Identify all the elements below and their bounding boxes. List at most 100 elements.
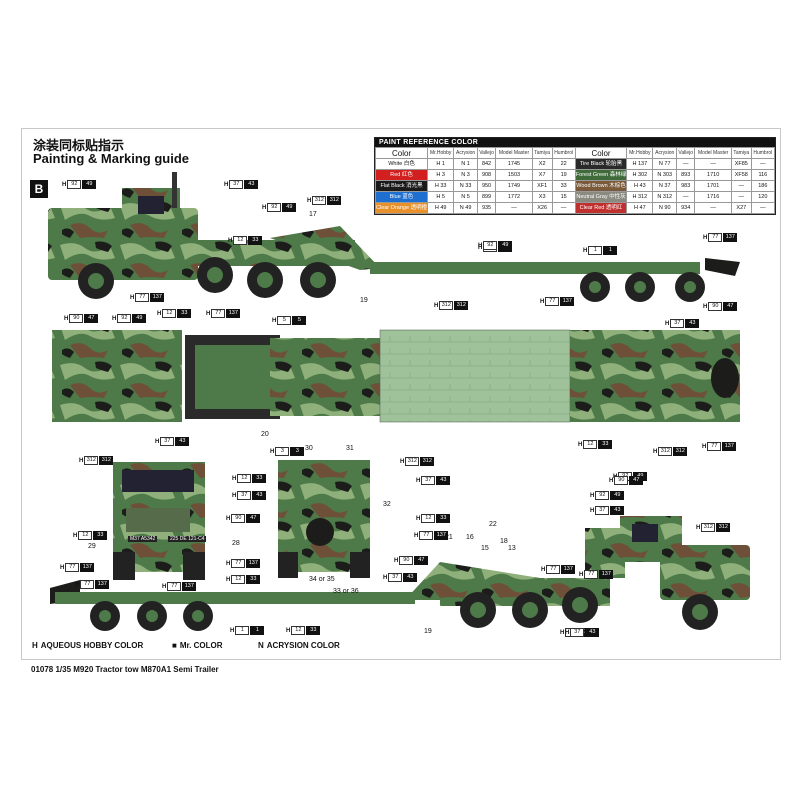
callout-value-alt: 47 [629, 476, 644, 485]
callout-value-alt: 137 [723, 233, 738, 242]
callout-value: 37 [229, 180, 244, 189]
callout-value: 5 [277, 316, 292, 325]
title-chinese: 涂装同标贴指示 [33, 139, 125, 154]
mrhobby-code: H 3 [427, 169, 455, 181]
humbrol-code: — [551, 202, 576, 214]
mrhobby-value: 312 [637, 194, 648, 200]
side-view-bottom [50, 516, 750, 631]
callout-code: H [155, 438, 160, 445]
callout-value-alt: 137 [561, 565, 576, 574]
callout-code: H [560, 629, 565, 636]
callout-value: 12 [233, 236, 248, 245]
callout-value-alt: 43 [685, 319, 700, 328]
mrhobby-value: 3 [441, 172, 445, 178]
color-name: Blue [389, 194, 401, 200]
color-name-cn: 消光黑 [406, 183, 423, 189]
callout-value-alt: 47 [84, 314, 99, 323]
part-number: 33 or 36 [333, 588, 359, 595]
color-swatch: Neutral Gray 中性灰 [574, 191, 628, 203]
callout-value: 77 [545, 297, 560, 306]
callout-value: 92 [117, 314, 132, 323]
legend-symbol: N [258, 641, 264, 650]
callout-value-alt: 49 [282, 203, 297, 212]
callout-value: 37 [160, 437, 175, 446]
color-swatch: White 白色 [374, 158, 429, 170]
callout-code: H [416, 477, 421, 484]
color-name-cn: 蓝色 [402, 194, 414, 200]
callout-code: H [579, 571, 584, 578]
callout-code: H [541, 566, 546, 573]
side-view-top [48, 172, 740, 302]
mrhobby-value: 137 [637, 161, 648, 167]
trailer-deck-side-2 [55, 592, 415, 604]
modelmaster-code: — [495, 202, 533, 214]
acrysion-value: 303 [662, 172, 673, 178]
color-name-cn: 木棕色 [609, 183, 626, 189]
callout-code: H [696, 524, 701, 531]
color-name: Forest Green [575, 172, 609, 178]
callout-value: 12 [421, 514, 436, 523]
color-name: Clear Orange [376, 205, 410, 211]
callout-value-alt: 43 [403, 573, 418, 582]
part-number: 30 [305, 445, 313, 452]
callout-value-alt: 1 [603, 246, 618, 255]
callout-value: 77 [419, 531, 434, 540]
legend-label: Mr. COLOR [179, 641, 223, 650]
acrysion-value: 5 [466, 194, 470, 200]
legend-symbol: ■ [172, 641, 177, 650]
color-swatch: Tire Black 轮胎黑 [574, 158, 628, 170]
callout-code: H [157, 310, 162, 317]
callout-code: H [232, 492, 237, 499]
cab-window [138, 196, 164, 214]
callout-value-alt: 312 [454, 301, 469, 310]
callout-value: 12 [162, 309, 177, 318]
legend-symbol: H [32, 641, 38, 650]
part-number: 13 [508, 545, 516, 552]
callout-code: H [232, 475, 237, 482]
callout-value: 77 [167, 582, 182, 591]
part-number: 15 [481, 545, 489, 552]
acrysion-value: 90 [664, 205, 671, 211]
callout-value-alt: 137 [599, 570, 614, 579]
callout-value-alt: 43 [436, 476, 451, 485]
callout-value: 12 [78, 531, 93, 540]
rear-view [278, 460, 370, 578]
acrysion-value: 3 [466, 172, 470, 178]
color-name: Tire Black [579, 161, 605, 167]
legend-aqueous: H AQUEOUS HOBBY COLOR [32, 641, 143, 650]
plate-front-left: M37 A5342 [128, 536, 158, 542]
callout-value: 312 [312, 196, 327, 205]
callout-value: 90 [69, 314, 84, 323]
part-number: 31 [346, 445, 354, 452]
callout-value: 77 [707, 442, 722, 451]
callout-value-alt: 33 [93, 531, 108, 540]
callout-value-alt: 43 [252, 491, 267, 500]
legend-mr-color: ■ Mr. COLOR [172, 641, 223, 650]
callout-code: H [703, 234, 708, 241]
callout-value-alt: 47 [414, 556, 429, 565]
callout-value-alt: 33 [252, 474, 267, 483]
callout-value-alt: 312 [716, 523, 731, 532]
modelmaster-code: — [694, 202, 732, 214]
callout-value-alt: 33 [248, 236, 263, 245]
callout-value: 312 [405, 457, 420, 466]
callout-code: H [434, 302, 439, 309]
part-number: 21 [445, 534, 453, 541]
callout-code: H [64, 315, 69, 322]
callout-value: 37 [388, 573, 403, 582]
callout-value: 77 [708, 233, 723, 242]
